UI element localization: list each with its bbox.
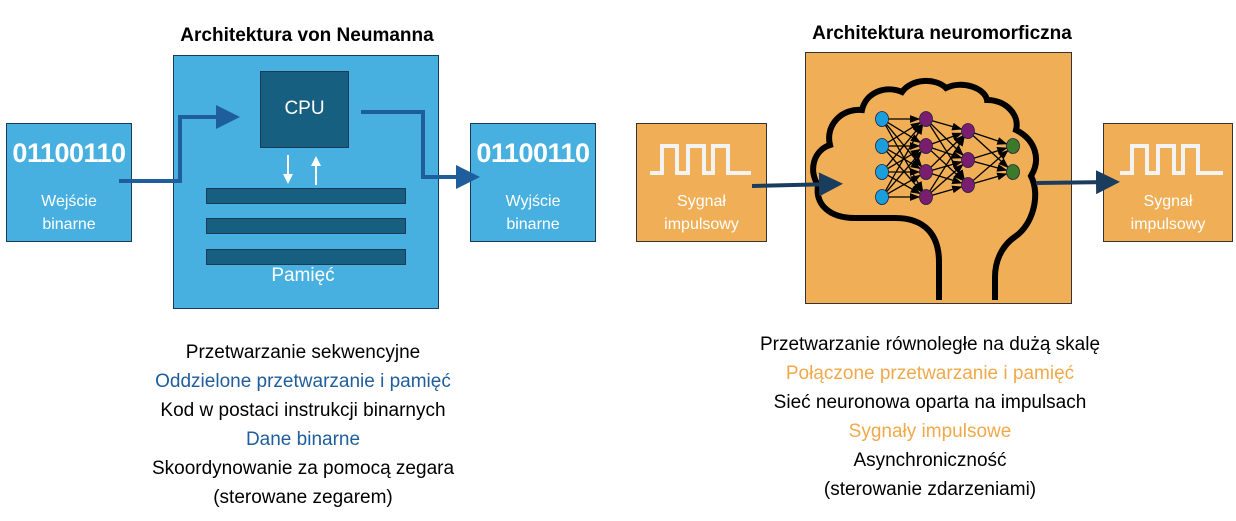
neuron-node bbox=[875, 138, 889, 154]
feature-item: (sterowanie zdarzeniami) bbox=[823, 479, 1037, 500]
pulse-signal-icon bbox=[650, 144, 751, 175]
spike-input-box: Sygnał impulsowy bbox=[636, 123, 767, 242]
neuron-node bbox=[1006, 138, 1020, 154]
memory-bar bbox=[206, 249, 406, 265]
neuron-node bbox=[961, 152, 975, 168]
input-to-cpu-arrow bbox=[119, 105, 240, 183]
spike-input-label-2: impulsowy bbox=[664, 216, 739, 233]
feature-item: Przetwarzanie równoległe na dużą skalę bbox=[759, 334, 1101, 355]
neuromorphic-title: Architektura neuromorficzna bbox=[812, 23, 1072, 44]
spike-output-arrow bbox=[1035, 170, 1120, 195]
synapse-connection bbox=[931, 120, 963, 131]
feature-item: Kod w postaci instrukcji binarnych bbox=[160, 400, 446, 421]
memory-bar bbox=[206, 188, 406, 204]
feature-item: Połączone przetwarzanie i pamięć bbox=[785, 363, 1075, 384]
feature-item: (sterowane zegarem) bbox=[213, 487, 393, 508]
synapse-connection bbox=[928, 135, 965, 193]
feature-item: Przetwarzanie sekwencyjne bbox=[185, 342, 421, 363]
neuron-node bbox=[875, 111, 889, 127]
binary-output-label-1: Wyjście bbox=[505, 193, 561, 210]
binary-output-box: 01100110 Wyjście binarne bbox=[470, 123, 596, 242]
feature-item: Sieć neuronowa oparta na impulsach bbox=[773, 392, 1087, 413]
brain-outline-icon bbox=[810, 78, 1039, 300]
von-neumann-title: Architektura von Neumanna bbox=[180, 25, 434, 46]
cpu-label: CPU bbox=[284, 98, 325, 119]
feature-item: Asynchroniczność bbox=[853, 450, 1007, 471]
neuron-node bbox=[919, 189, 933, 205]
synapse-connection bbox=[931, 185, 963, 196]
memory-label: Pamięć bbox=[271, 265, 335, 286]
neuron-node bbox=[1006, 164, 1020, 180]
neural-network-icon bbox=[875, 111, 1020, 205]
binary-input-value: 01100110 bbox=[12, 138, 126, 168]
neuron-node bbox=[961, 177, 975, 193]
neuron-node bbox=[875, 189, 889, 205]
feature-item: Oddzielone przetwarzanie i pamięć bbox=[155, 371, 451, 392]
feature-item: Dane binarne bbox=[245, 429, 361, 450]
binary-output-value: 01100110 bbox=[476, 138, 590, 168]
pulse-signal-icon bbox=[1120, 144, 1223, 175]
synapse-connection bbox=[886, 174, 922, 195]
synapse-connection bbox=[930, 163, 964, 194]
spike-output-label-1: Sygnał bbox=[1143, 193, 1193, 210]
neuron-node bbox=[919, 111, 933, 127]
cpu-block: CPU bbox=[260, 71, 349, 148]
synapse-connection bbox=[885, 150, 923, 193]
binary-input-label-1: Wejście bbox=[41, 193, 97, 210]
synapse-connection bbox=[884, 123, 924, 193]
neuromorphic-features: Przetwarzanie równoległe na dużą skalę P… bbox=[700, 330, 1160, 504]
feature-item: Sygnały impulsowe bbox=[848, 421, 1012, 442]
memory-bar bbox=[206, 218, 406, 234]
synapse-connection bbox=[972, 149, 1009, 182]
neuron-node bbox=[919, 138, 933, 154]
spike-input-label-1: Sygnał bbox=[677, 193, 726, 210]
spike-output-box: Sygnał impulsowy bbox=[1103, 123, 1233, 242]
synapse-connection bbox=[973, 172, 1008, 184]
cpu-to-output-arrow bbox=[361, 110, 480, 189]
feature-item: Skoordynowanie za pomocą zegara bbox=[151, 458, 455, 479]
neuron-node bbox=[919, 164, 933, 180]
spike-output-label-2: impulsowy bbox=[1130, 216, 1206, 233]
synapse-connection bbox=[973, 132, 1008, 145]
synapse-connection bbox=[931, 160, 963, 171]
binary-input-label-2: binarne bbox=[42, 216, 96, 233]
spike-input-arrow bbox=[751, 172, 843, 197]
neuron-node bbox=[875, 164, 889, 180]
neuron-node bbox=[961, 123, 975, 139]
binary-output-label-2: binarne bbox=[506, 216, 560, 233]
synapse-connection bbox=[971, 134, 1009, 169]
von-neumann-features: Przetwarzanie sekwencyjne Oddzielone prz… bbox=[73, 338, 533, 512]
